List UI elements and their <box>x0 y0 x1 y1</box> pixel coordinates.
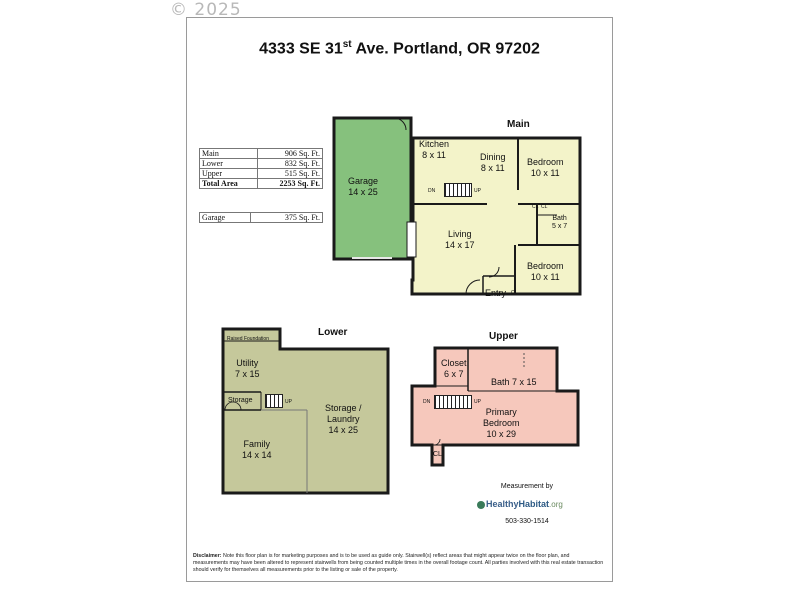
stairs-lower <box>265 394 283 408</box>
level-label-main: Main <box>507 119 530 130</box>
closet-label-upper: CL <box>433 451 442 458</box>
room-storage-small: Storage <box>228 397 253 404</box>
stairs-dn-upper: DN <box>423 399 431 405</box>
room-raised-foundation: Raised Foundation <box>227 336 269 342</box>
stairs-up-main: UP <box>474 188 481 194</box>
measurement-phone: 503-330-1514 <box>505 518 549 525</box>
closet-label-main-1: CL <box>541 204 548 210</box>
level-label-lower: Lower <box>318 327 348 338</box>
room-bath-upper: Bath 7 x 15 <box>491 377 537 387</box>
measurement-label: Measurement by <box>500 483 554 490</box>
floor-plan-drawing <box>221 116 582 495</box>
page-title: 4333 SE 31st Ave. Portland, OR 97202 <box>259 39 540 58</box>
main-level-area <box>410 136 582 296</box>
stairs-up-upper: UP <box>474 399 481 405</box>
closet-label-main-2: CL <box>532 204 539 210</box>
closet-label-entry: CL <box>511 290 518 296</box>
stairs-dn-main: DN <box>428 188 436 194</box>
copyright-watermark: © 2025 <box>170 0 242 20</box>
stairs-main <box>444 183 472 197</box>
lower-level-area <box>221 327 390 495</box>
globe-icon <box>477 500 485 509</box>
room-entry: Entry <box>485 288 507 298</box>
healthy-habitat-logo: HealthyHabitat.org <box>477 499 587 509</box>
level-label-upper: Upper <box>489 331 518 342</box>
floor-plan-sheet: 4333 SE 31st Ave. Portland, OR 97202 Mai… <box>186 17 613 582</box>
stairs-upper <box>434 395 472 409</box>
stairs-up-lower: UP <box>285 399 292 405</box>
disclaimer: Disclaimer: Note this floor plan is for … <box>193 553 604 573</box>
